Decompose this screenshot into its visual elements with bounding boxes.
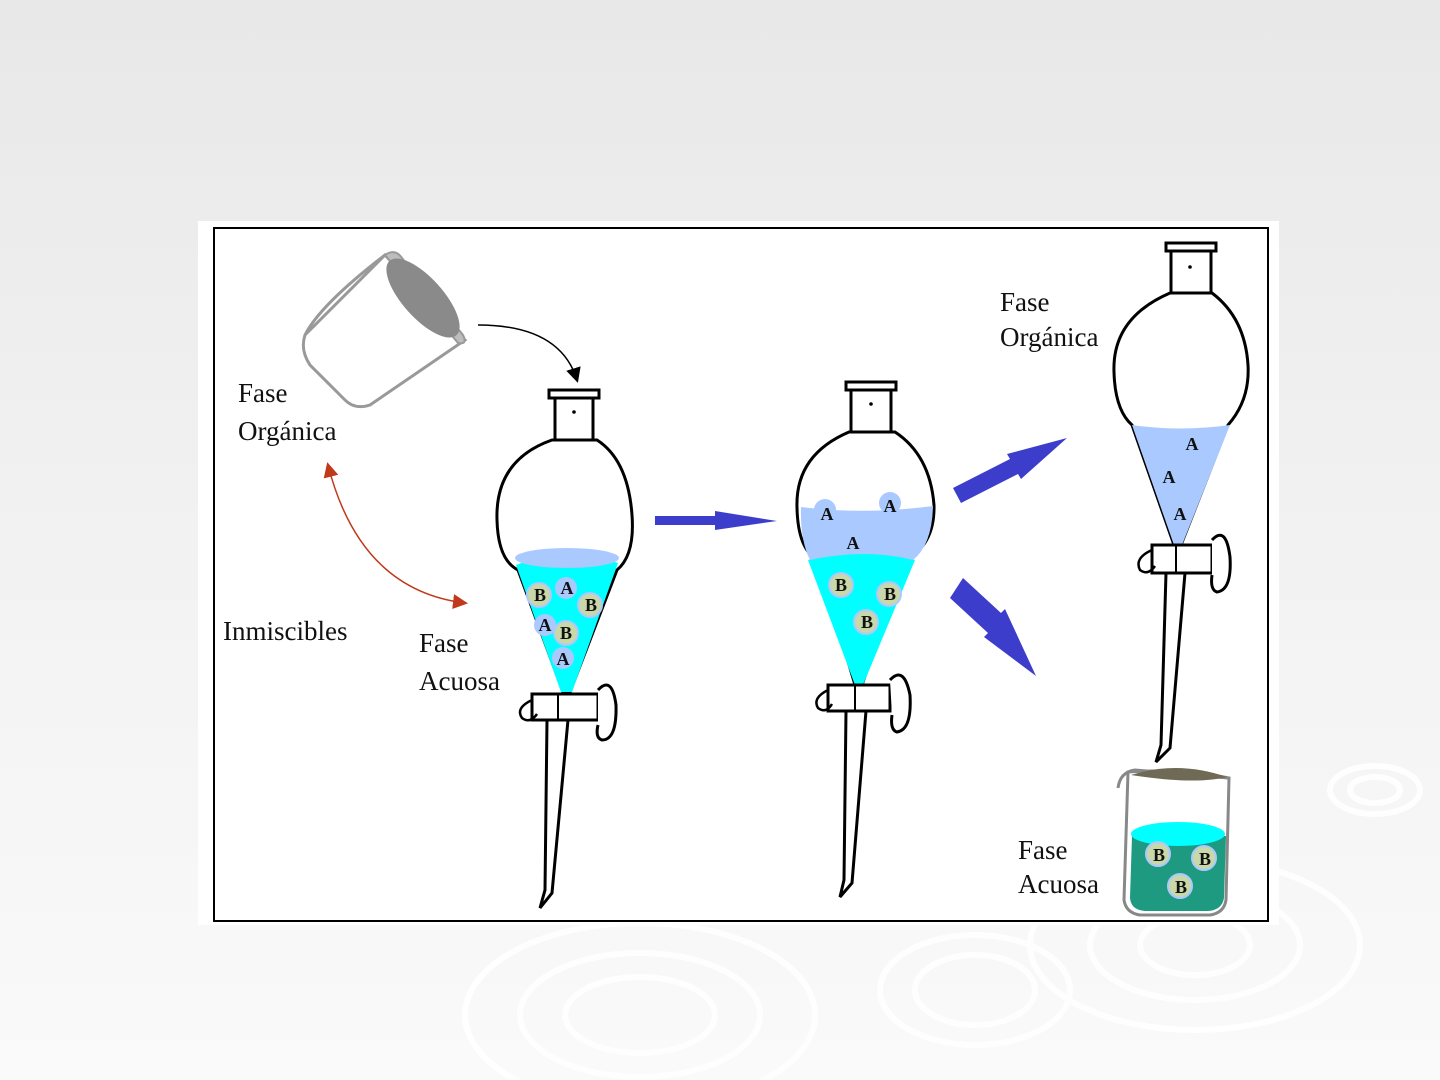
molecule-a: A bbox=[1163, 467, 1176, 487]
molecule-b: B bbox=[1175, 877, 1187, 897]
funnel-2 bbox=[797, 382, 934, 897]
immiscible-arrow bbox=[328, 465, 465, 603]
label-inmiscibles: Inmiscibles bbox=[223, 616, 347, 646]
molecule-b: B bbox=[534, 585, 546, 605]
molecule-b: B bbox=[884, 584, 896, 604]
molecule-b: B bbox=[1153, 845, 1165, 865]
molecule-a: A bbox=[1174, 504, 1187, 524]
label-fase-organica-right-1: Fase bbox=[1000, 287, 1050, 317]
label-fase-acuosa-mid-2: Acuosa bbox=[419, 666, 500, 696]
molecule-a: A bbox=[561, 578, 574, 598]
label-fase-organica-left-1: Fase bbox=[238, 378, 288, 408]
molecule-b: B bbox=[861, 612, 873, 632]
molecule-b: B bbox=[560, 623, 572, 643]
label-fase-organica-right-2: Orgánica bbox=[1000, 322, 1098, 352]
label-fase-acuosa-right-1: Fase bbox=[1018, 835, 1068, 865]
funnel-3 bbox=[1114, 243, 1248, 762]
molecule-a: A bbox=[539, 615, 552, 635]
pour-arrow bbox=[478, 325, 577, 380]
molecule-a: A bbox=[1186, 434, 1199, 454]
molecule-b: B bbox=[835, 575, 847, 595]
label-fase-acuosa-right-2: Acuosa bbox=[1018, 869, 1099, 899]
molecule-b: B bbox=[1199, 849, 1211, 869]
pouring-beaker-icon bbox=[303, 247, 471, 406]
arrow-right bbox=[655, 511, 777, 530]
arrow-up-right bbox=[953, 438, 1067, 503]
molecule-b: B bbox=[585, 595, 597, 615]
label-fase-organica-left-2: Orgánica bbox=[238, 416, 336, 446]
molecule-a: A bbox=[557, 649, 570, 669]
label-fase-acuosa-mid-1: Fase bbox=[419, 628, 469, 658]
molecule-a: A bbox=[884, 496, 897, 516]
arrow-down-right bbox=[950, 578, 1036, 676]
molecule-a: A bbox=[847, 533, 860, 553]
molecule-a: A bbox=[821, 504, 834, 524]
